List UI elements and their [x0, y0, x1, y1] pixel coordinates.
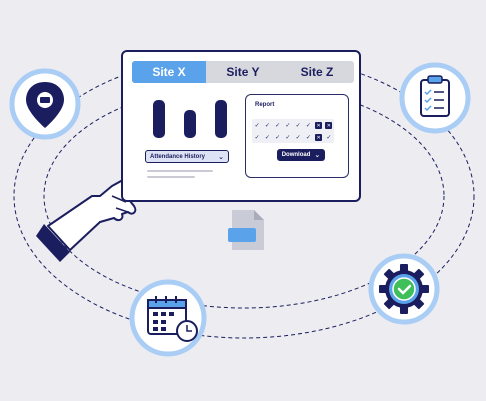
document-icon	[228, 210, 264, 250]
grid-cell: ✓	[264, 122, 270, 129]
grid-cell: ✓	[254, 134, 260, 141]
chart-bar-3	[215, 100, 227, 138]
grid-cell: ✓	[295, 134, 301, 141]
chart-bar-1	[153, 100, 165, 138]
tab-site-z[interactable]: Site Z	[300, 65, 334, 79]
grid-cell: ✓	[264, 134, 270, 141]
grid-cell: ✓	[275, 134, 281, 141]
tab-site-y[interactable]: Site Y	[226, 65, 260, 79]
attendance-history-dropdown[interactable]: Attendance History ⌄	[145, 150, 229, 163]
grid-cell: ✓	[305, 122, 311, 129]
report-card: Report ✓ ✓ ✓ ✓ ✓ ✓ ✕ ✕ ✓ ✓ ✓ ✓ ✓ ✓ ✕ ✓ D…	[245, 94, 349, 178]
grid-cell: ✓	[254, 122, 260, 129]
download-button[interactable]: Download ⌄	[277, 149, 325, 161]
grid-cell: ✕	[315, 133, 323, 141]
text-line	[147, 176, 195, 178]
chevron-down-icon: ⌄	[314, 152, 321, 159]
download-label: Download	[281, 152, 311, 158]
report-title: Report	[255, 102, 275, 108]
chevron-down-icon: ⌄	[218, 153, 224, 161]
gear-check-icon	[368, 253, 440, 325]
grid-cell: ✓	[285, 122, 291, 129]
calendar-clock-icon	[129, 279, 207, 357]
grid-cell: ✓	[275, 122, 281, 129]
grid-cell: ✕	[325, 121, 333, 129]
grid-cell: ✓	[285, 134, 291, 141]
site-dashboard-window: Site X Site Y Site Z Attendance History …	[121, 50, 361, 202]
outer-orbit	[13, 53, 475, 339]
site-tabs: Site X Site Y Site Z	[132, 61, 354, 83]
location-pin-icon	[9, 68, 81, 140]
grid-cell: ✓	[295, 122, 301, 129]
clipboard-icon	[399, 62, 471, 134]
grid-cell: ✕	[315, 121, 323, 129]
tab-site-x[interactable]: Site X	[132, 61, 206, 83]
chart-bar-2	[184, 110, 196, 138]
grid-cell: ✓	[305, 134, 311, 141]
attendance-history-label: Attendance History	[150, 153, 206, 160]
attendance-grid: ✓ ✓ ✓ ✓ ✓ ✓ ✕ ✕ ✓ ✓ ✓ ✓ ✓ ✓ ✕ ✓	[252, 119, 334, 143]
grid-cell: ✓	[326, 134, 332, 141]
text-line	[147, 170, 213, 172]
